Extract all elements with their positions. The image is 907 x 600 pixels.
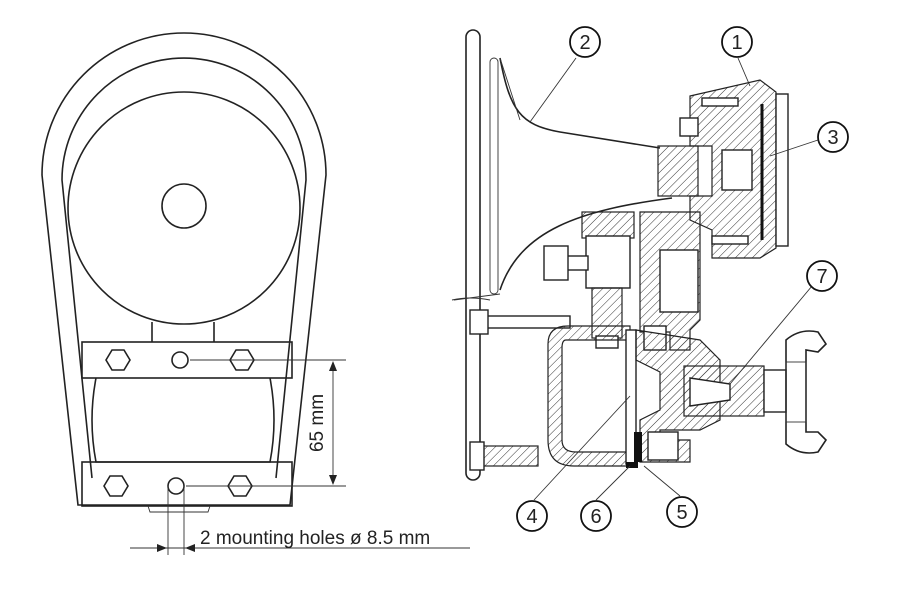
- upper-left-nut: [105, 349, 131, 371]
- bracket-inner: [61, 57, 307, 479]
- lower-clamp-band: [81, 461, 293, 507]
- seal-5: [634, 432, 642, 462]
- coupling-sleeve: [763, 369, 787, 413]
- top-bolt: [701, 97, 739, 107]
- callout-6: 6: [580, 500, 612, 532]
- leader-6: [595, 465, 631, 501]
- callout-4: 4: [516, 500, 548, 532]
- seal-6: [626, 462, 638, 468]
- leader-7: [729, 285, 813, 385]
- bottom-stub: [147, 505, 211, 513]
- upper-mounting-hole: [171, 351, 189, 369]
- valve-handle-stem: [565, 255, 589, 271]
- svg-text:6: 6: [590, 506, 601, 528]
- leader-3: [769, 139, 819, 157]
- coupling-lug: [785, 361, 807, 423]
- callout-5: 5: [666, 496, 698, 528]
- dim-arrow-top: [329, 361, 337, 371]
- svg-text:5: 5: [676, 502, 687, 524]
- callout-2: 2: [569, 26, 601, 58]
- bottom-bolt: [711, 235, 749, 245]
- callout-1: 1: [721, 26, 753, 58]
- valve-cap: [581, 211, 635, 239]
- horn-neck: [151, 322, 215, 342]
- leader-2: [529, 57, 577, 123]
- upper-mounting-bolt: [479, 315, 571, 329]
- front-view: 65 mm 2 mounting holes ø 8.5 mm: [41, 32, 470, 555]
- lower-mounting-hole: [167, 477, 185, 495]
- hole-arrow-left: [157, 544, 167, 552]
- break-line-horn: [451, 297, 491, 301]
- lower-screw: [647, 431, 679, 461]
- driver-cover: [775, 93, 789, 247]
- callout-3: 3: [817, 121, 849, 153]
- upper-bolt-head: [469, 309, 489, 335]
- chamber-housing: [547, 325, 631, 467]
- svg-text:7: 7: [816, 266, 827, 288]
- section-view: 1 2 3 4 5 6 7: [451, 26, 849, 532]
- svg-text:4: 4: [526, 506, 537, 528]
- lower-bolt-head: [469, 441, 485, 471]
- bracket-outer: [41, 32, 327, 506]
- coupling-claw: [785, 330, 828, 454]
- horn-mouth-edge: [453, 57, 521, 301]
- dim-arrow-bottom: [329, 475, 337, 485]
- driver-magnet-gap: [721, 149, 753, 191]
- manifold-bore: [659, 249, 699, 313]
- valve-body: [585, 235, 631, 289]
- svg-text:2: 2: [579, 32, 590, 54]
- coupling-cone: [689, 377, 731, 407]
- mounting-plate-rim: [489, 57, 499, 295]
- hole-arrow-right: [185, 544, 195, 552]
- compressor-body: [91, 377, 275, 463]
- lower-mounting-bolt: [479, 445, 539, 467]
- mounting-holes-label: 2 mounting holes ø 8.5 mm: [200, 528, 430, 549]
- leader-1: [737, 57, 751, 87]
- mounting-plate: [465, 29, 481, 481]
- horn-bell: [67, 91, 301, 325]
- callout-7: 7: [806, 260, 838, 292]
- valve-handle: [543, 245, 569, 281]
- svg-text:1: 1: [731, 32, 742, 54]
- horn-flare: [499, 57, 673, 291]
- horn-throat: [657, 145, 699, 197]
- svg-text:3: 3: [827, 127, 838, 149]
- side-nut: [679, 117, 699, 137]
- horn-center-cap: [161, 183, 207, 229]
- dimension-65mm-label: 65 mm: [307, 394, 328, 452]
- leader-4: [533, 395, 631, 501]
- leader-5: [643, 465, 681, 497]
- lower-left-nut: [103, 475, 129, 497]
